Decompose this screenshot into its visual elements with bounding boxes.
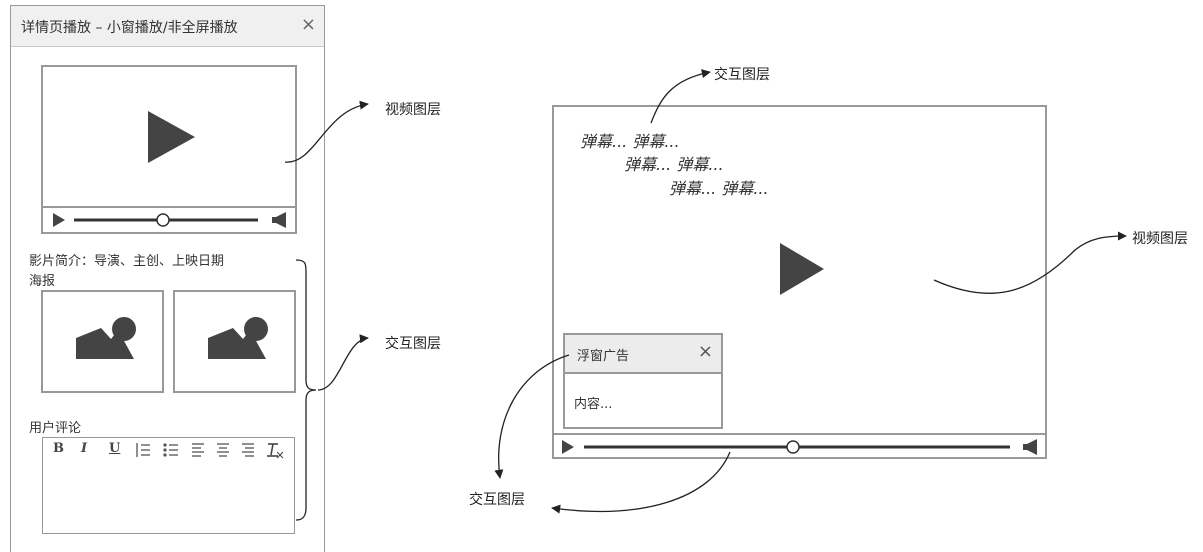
arrow-icon [317, 334, 369, 391]
play-small-icon[interactable] [562, 440, 574, 454]
interaction-layer-label-top: 交互图层 [714, 67, 770, 83]
comments-label: 用户评论 [29, 421, 82, 436]
image-icon [76, 317, 136, 359]
ad-close-icon[interactable]: × [697, 341, 713, 362]
comment-textarea[interactable] [42, 462, 295, 534]
danmu-line-2: 弹幕... 弹幕... [624, 155, 724, 174]
clear-format-icon[interactable] [267, 443, 284, 459]
ad-header: 浮窗广告 × [565, 335, 721, 374]
volume-icon[interactable] [272, 212, 286, 228]
video-layer-label-right: 视频图层 [1132, 231, 1188, 247]
align-right-icon[interactable] [242, 443, 254, 457]
video-layer-box[interactable] [41, 65, 297, 208]
play-icon[interactable] [43, 67, 295, 206]
align-center-icon[interactable] [217, 443, 229, 457]
align-left-icon[interactable] [192, 443, 204, 457]
ad-content: 内容... [574, 397, 613, 412]
italic-button[interactable]: I [81, 441, 88, 456]
arrow-icon [551, 451, 731, 514]
arrow-icon [933, 231, 1127, 294]
interaction-layer-label-left: 交互图层 [385, 336, 441, 352]
arrow-icon [284, 100, 369, 163]
ad-title: 浮窗广告 [577, 349, 630, 364]
progress-knob[interactable] [786, 440, 800, 454]
panel-title: 详情页播放 – 小窗播放/非全屏播放 [21, 20, 238, 36]
bold-button[interactable]: B [53, 441, 64, 456]
arrow-icon [494, 354, 570, 479]
bracket [295, 259, 317, 521]
unordered-list-icon[interactable] [163, 443, 178, 457]
ordered-list-icon[interactable] [136, 443, 150, 457]
floating-ad[interactable]: 浮窗广告 × 内容... [563, 333, 723, 429]
poster-label: 海报 [29, 274, 56, 289]
rich-text-toolbar: B I U [42, 437, 295, 463]
arrow-icon [650, 69, 711, 124]
play-small-icon[interactable] [53, 213, 65, 227]
progress-knob[interactable] [156, 213, 170, 227]
danmu-line-1: 弹幕... 弹幕... [580, 132, 680, 151]
control-divider [552, 433, 1047, 435]
danmu-line-3: 弹幕... 弹幕... [669, 179, 769, 198]
close-icon[interactable]: × [300, 14, 316, 35]
poster-image-1[interactable] [41, 290, 164, 393]
image-icon [208, 317, 268, 359]
interaction-layer-label-bottom: 交互图层 [469, 492, 525, 508]
player-control-bar [41, 206, 297, 234]
synopsis-text: 影片简介：导演、主创、上映日期 [29, 254, 225, 269]
underline-button[interactable]: U [109, 441, 121, 456]
panel-header: 详情页播放 – 小窗播放/非全屏播放 × [11, 6, 324, 47]
video-layer-label-left: 视频图层 [385, 102, 441, 118]
poster-image-2[interactable] [173, 290, 296, 393]
player-control-bar-right [562, 439, 1037, 455]
play-icon[interactable] [770, 238, 830, 298]
volume-icon[interactable] [1023, 439, 1037, 455]
